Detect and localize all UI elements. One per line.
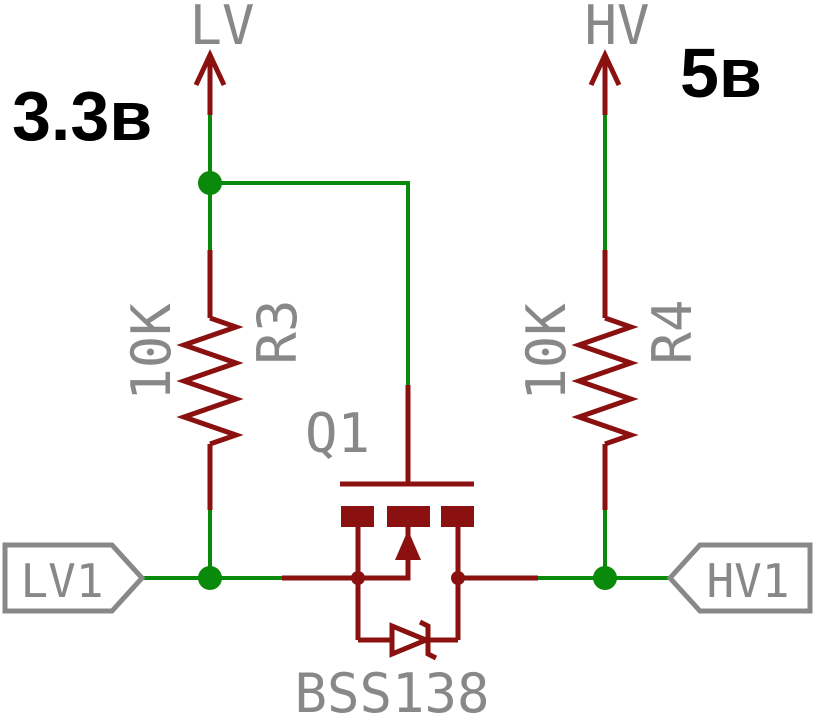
hv-supply: HV <box>584 0 650 115</box>
port-lv1: LV1 <box>2 542 146 614</box>
port-lv1-label: LV1 <box>20 554 103 608</box>
mosfet-q1 <box>282 385 538 661</box>
lv-supply: LV <box>189 0 255 115</box>
r3-value-label: 10K <box>120 303 183 401</box>
r3-name-label: R3 <box>246 299 309 364</box>
q1-value-label: BSS138 <box>294 662 489 718</box>
hv-supply-label: HV <box>584 0 649 57</box>
port-hv1-label: HV1 <box>706 554 789 608</box>
hv-voltage-label: 5в <box>680 34 762 112</box>
lv-voltage-label: 3.3в <box>12 77 152 155</box>
q1-name-label: Q1 <box>305 402 370 465</box>
lv-junction <box>198 171 222 195</box>
resistor-r3 <box>176 250 244 510</box>
hv1-junction <box>593 566 617 590</box>
lv-supply-label: LV <box>189 0 254 57</box>
port-hv1: HV1 <box>666 542 813 614</box>
resistor-r4 <box>571 250 639 510</box>
r4-name-label: R4 <box>641 299 704 364</box>
r4-value-label: 10K <box>515 303 578 401</box>
lv1-junction <box>198 566 222 590</box>
